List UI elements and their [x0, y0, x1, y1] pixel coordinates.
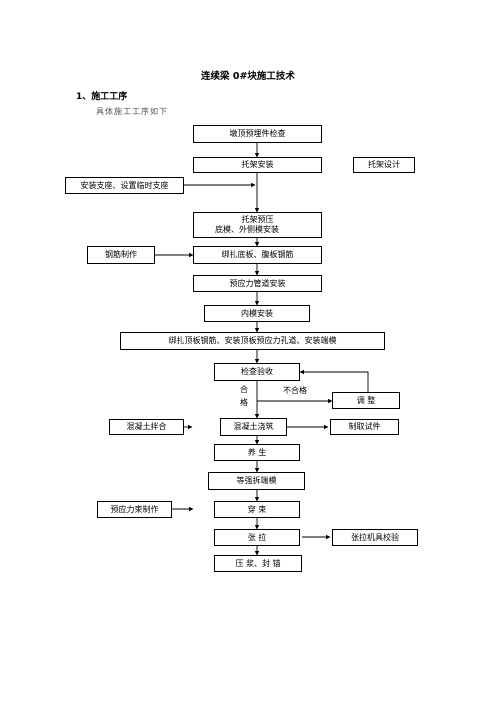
flow-side-tendon-fabrication: 预应力束制作	[97, 501, 172, 518]
flow-side-bearing-install: 安装支座、设置临时支座	[65, 177, 184, 194]
flow-step-end-form-removal: 等强拆端模	[208, 472, 305, 490]
flow-side-bracket-design: 托架设计	[353, 157, 415, 173]
flow-step-inspection: 检查验收	[214, 363, 300, 381]
page-header: · · · · ·	[239, 14, 257, 18]
label-pass-1: 合	[240, 385, 248, 394]
page-footer: · · · · ·	[239, 655, 257, 659]
flow-side-jack-calibration: 张拉机具校验	[332, 529, 418, 546]
flow-step-top-slab-rebar: 绑扎顶板钢筋、安装顶板预应力孔道、安装端模	[120, 332, 385, 350]
label-fail: 不合格	[283, 386, 307, 395]
flow-step-formwork-install: 底模、外侧模安装	[215, 225, 279, 234]
flow-step-pier-embed-check: 墩顶预埋件检查	[193, 125, 322, 143]
flow-step-concrete-pour: 混凝土浇筑	[220, 418, 287, 436]
flow-side-specimen: 制取试件	[330, 419, 399, 435]
label-pass-2: 格	[240, 398, 248, 407]
flow-side-rebar-fabrication: 钢筋制作	[87, 246, 155, 264]
flow-step-curing: 养 生	[214, 444, 300, 461]
flow-step-threading: 穿 束	[214, 501, 300, 518]
flow-step-bracket-install: 托架安装	[193, 157, 322, 173]
flow-step-bottom-web-rebar: 绑扎底板、腹板钢筋	[193, 246, 322, 264]
flow-step-duct-install: 预应力管道安装	[193, 275, 322, 292]
flow-step-inner-form: 内模安装	[204, 305, 310, 322]
flow-step-grouting-anchoring: 压 浆、封 锚	[214, 555, 302, 572]
intro-text: 具体施工工序如下	[96, 107, 168, 116]
section-heading: 1、施工工序	[76, 92, 128, 102]
flow-side-adjust: 调 整	[332, 392, 400, 409]
flow-step-tensioning: 张 拉	[214, 529, 300, 546]
flow-side-concrete-mixing: 混凝土拌合	[109, 419, 184, 435]
page-title: 连续梁 0#块施工技术	[201, 71, 295, 82]
